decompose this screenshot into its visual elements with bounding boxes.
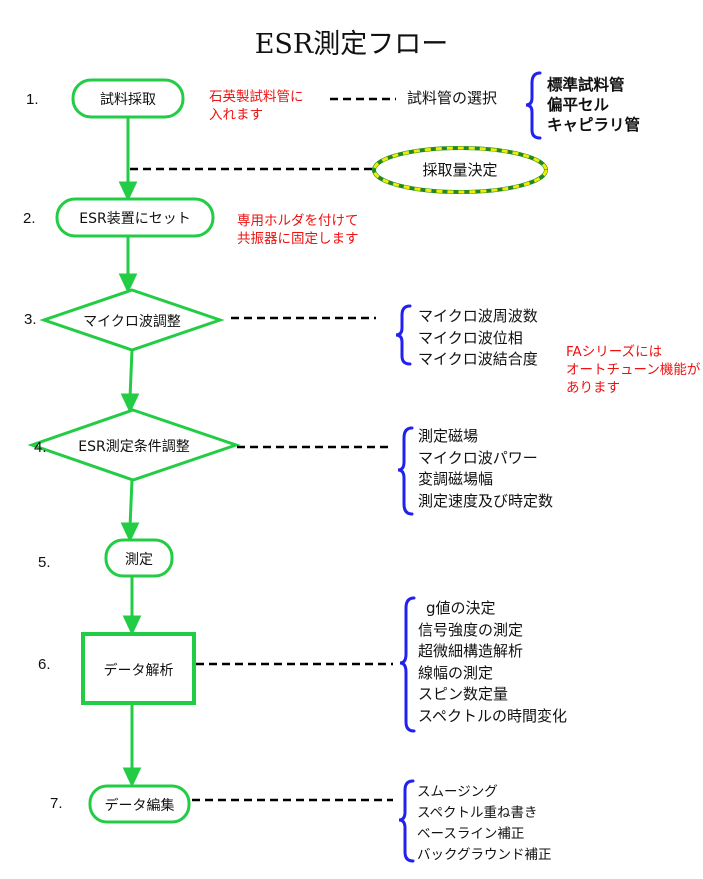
note-fa-line: あります <box>566 380 620 396</box>
analysis-item: スペクトルの時間変化 <box>418 706 567 725</box>
note-step2-line: 共振器に固定します <box>237 231 359 247</box>
analysis-items: g値の決定 信号強度の測定 超微細構造解析 線幅の測定 スピン数定量 スペクトル… <box>418 598 567 727</box>
note-fa-line: FAシリーズには <box>566 344 663 360</box>
condition-item: 測定磁場 <box>418 427 479 445</box>
arrow-4-5 <box>128 479 134 528</box>
tube-type-item: キャピラリ管 <box>547 116 641 134</box>
note-step1-line: 石英製試料管に <box>209 89 304 105</box>
microwave-items: マイクロ波周波数 マイクロ波位相 マイクロ波結合度 <box>418 306 538 371</box>
condition-item: 変調磁場幅 <box>418 470 494 488</box>
edit-item: ベースライン補正 <box>417 826 525 842</box>
arrow-head <box>120 393 140 414</box>
step-7-number: 7. <box>50 795 63 812</box>
brace-edit <box>398 779 415 863</box>
note-step1-line: 入れます <box>209 107 263 123</box>
analysis-item: 信号強度の測定 <box>418 620 524 639</box>
step-5-shape <box>104 538 174 578</box>
arrow-head <box>120 522 140 543</box>
step-5-number: 5. <box>38 554 51 571</box>
step-6-number: 6. <box>38 656 51 673</box>
sample-amount-ellipse-dash <box>372 146 548 194</box>
page-title: ESR測定フロー <box>254 29 449 60</box>
microwave-item: マイクロ波周波数 <box>418 307 538 325</box>
step-3-number: 3. <box>24 311 37 328</box>
brace-tube-types <box>525 71 542 140</box>
tube-select-label: 試料管の選択 <box>407 89 498 107</box>
analysis-item: 線幅の測定 <box>418 663 494 682</box>
tube-type-item: 標準試料管 <box>547 76 625 94</box>
note-fa-series: FAシリーズには オートチューン機能が あります <box>566 343 700 397</box>
step-1-shape <box>71 78 185 119</box>
step-1-number: 1. <box>26 91 39 108</box>
arrow-head <box>122 615 142 636</box>
edit-item: バックグラウンド補正 <box>417 847 552 863</box>
edit-item: スムージング <box>417 784 498 800</box>
step-2-number: 2. <box>23 210 36 227</box>
brace-microwave <box>395 304 412 366</box>
analysis-item: g値の決定 <box>426 599 496 617</box>
condition-items: 測定磁場 マイクロ波パワー 変調磁場幅 測定速度及び時定数 <box>418 426 553 512</box>
analysis-item: 超微細構造解析 <box>418 642 524 660</box>
note-fa-line: オートチューン機能が <box>566 362 701 378</box>
brace-analysis <box>399 596 416 733</box>
step-3-label: マイクロ波調整 <box>83 314 181 330</box>
tube-types-list: 標準試料管 偏平セル キャピラリ管 <box>547 75 640 135</box>
step-3-shape <box>39 288 225 352</box>
step-7-label: データ編集 <box>104 798 175 814</box>
step-2-label: ESR装置にセット <box>79 211 191 227</box>
step-4-number: 4. <box>34 439 47 456</box>
arrow-head <box>118 273 138 294</box>
microwave-item: マイクロ波位相 <box>418 328 523 347</box>
arrow-3-4 <box>128 349 134 399</box>
analysis-item: スピン数定量 <box>418 685 509 703</box>
note-step2: 専用ホルダを付けて 共振器に固定します <box>237 212 359 248</box>
tube-type-item: 偏平セル <box>547 96 610 114</box>
step-2-shape <box>55 197 215 238</box>
note-step2-line: 専用ホルダを付けて <box>237 213 359 229</box>
arrow-head <box>122 767 142 788</box>
step-4-shape <box>27 408 241 482</box>
step-6-label: データ解析 <box>103 663 174 679</box>
edit-items: スムージング スペクトル重ね書き ベースライン補正 バックグラウンド補正 <box>417 782 551 866</box>
step-5-label: 測定 <box>125 552 153 568</box>
sample-amount-label: 採取量決定 <box>422 161 498 179</box>
arrow-head <box>118 181 138 202</box>
edit-item: スペクトル重ね書き <box>417 805 538 821</box>
brace-conditions <box>397 426 414 516</box>
step-1-label: 試料採取 <box>100 92 156 108</box>
condition-item: 測定速度及び時定数 <box>418 491 554 510</box>
step-4-label: ESR測定条件調整 <box>78 439 190 455</box>
step-7-shape <box>88 784 191 824</box>
note-step1: 石英製試料管に 入れます <box>209 88 304 124</box>
step-6-shape <box>81 632 196 705</box>
microwave-item: マイクロ波結合度 <box>418 350 538 368</box>
condition-item: マイクロ波パワー <box>418 448 538 467</box>
